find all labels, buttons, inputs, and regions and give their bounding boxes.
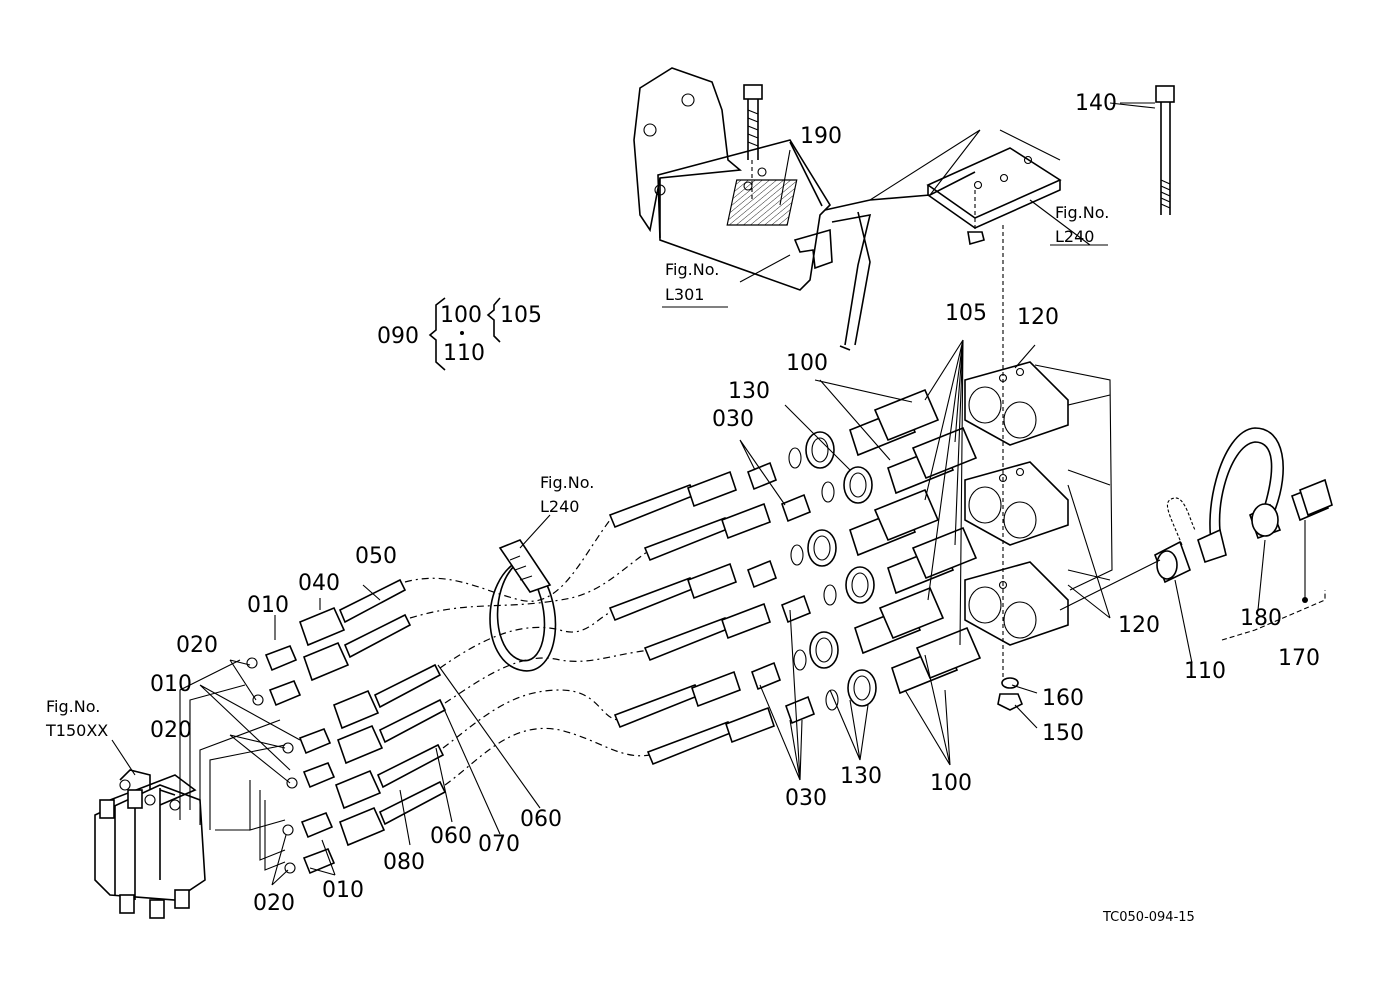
valve-port-leaders: [179, 659, 286, 871]
label-020-top: 020: [176, 633, 218, 658]
bolt-190: [743, 84, 763, 200]
fig-ref-l240-prefix: Fig.No.: [540, 473, 594, 492]
label-070: 070: [478, 832, 520, 857]
label-180: 180: [1240, 606, 1282, 631]
fig-ref-t150xx-prefix: Fig.No.: [46, 697, 100, 716]
label-140: 140: [1075, 91, 1117, 116]
label-020-mid: 020: [150, 718, 192, 743]
label-080: 080: [383, 850, 425, 875]
nut-washer: [997, 677, 1024, 711]
fig-ref-l240-top-prefix: Fig.No.: [1055, 203, 1109, 222]
label-130-bottom: 130: [840, 764, 882, 789]
label-120-bottom: 120: [1118, 613, 1160, 638]
mounting-bracket: [633, 67, 976, 351]
hose-routes: [404, 519, 651, 786]
label-060-left: 060: [430, 824, 472, 849]
label-105: 105: [945, 301, 987, 326]
fig-ref-l301-prefix: Fig.No.: [665, 260, 719, 279]
quick-couplers: [849, 388, 982, 695]
dust-cap-assembly: [1059, 427, 1333, 641]
support-plate: [869, 129, 1062, 246]
drawing-code: TC050-094-15: [1102, 910, 1195, 925]
label-110-group: 110: [443, 341, 485, 366]
label-160: 160: [1042, 686, 1084, 711]
label-050: 050: [355, 544, 397, 569]
label-130-top: 130: [728, 379, 770, 404]
label-090: 090: [377, 324, 419, 349]
bolt-140: [1120, 85, 1175, 215]
fig-ref-l301: L301: [665, 285, 704, 304]
label-020-bottom: 020: [253, 891, 295, 916]
label-010-top: 010: [247, 593, 289, 618]
label-100-top: 100: [786, 351, 828, 376]
coupler-holders: [964, 225, 1113, 680]
label-010-mid: 010: [150, 672, 192, 697]
label-110: 110: [1184, 659, 1226, 684]
label-100-group: 100: [440, 303, 482, 328]
label-105-group: 105: [500, 303, 542, 328]
label-190: 190: [800, 124, 842, 149]
cable-tie: [489, 514, 557, 672]
right-hoses: [608, 431, 877, 766]
label-040: 040: [298, 571, 340, 596]
fig-ref-l240-top: L240: [1055, 227, 1094, 246]
leader-lines: [199, 102, 1266, 886]
left-fittings: [246, 578, 447, 875]
fig-ref-l240: L240: [540, 497, 579, 516]
label-060-right: 060: [520, 807, 562, 832]
assembly-brace: [428, 297, 501, 371]
label-030-top: 030: [712, 407, 754, 432]
control-valve: [94, 739, 206, 919]
fig-ref-t150xx: T150XX: [45, 721, 108, 740]
label-100-bottom: 100: [930, 771, 972, 796]
label-010-bottom: 010: [322, 878, 364, 903]
label-170: 170: [1278, 646, 1320, 671]
label-150: 150: [1042, 721, 1084, 746]
label-030-bottom: 030: [785, 786, 827, 811]
label-120-top: 120: [1017, 305, 1059, 330]
